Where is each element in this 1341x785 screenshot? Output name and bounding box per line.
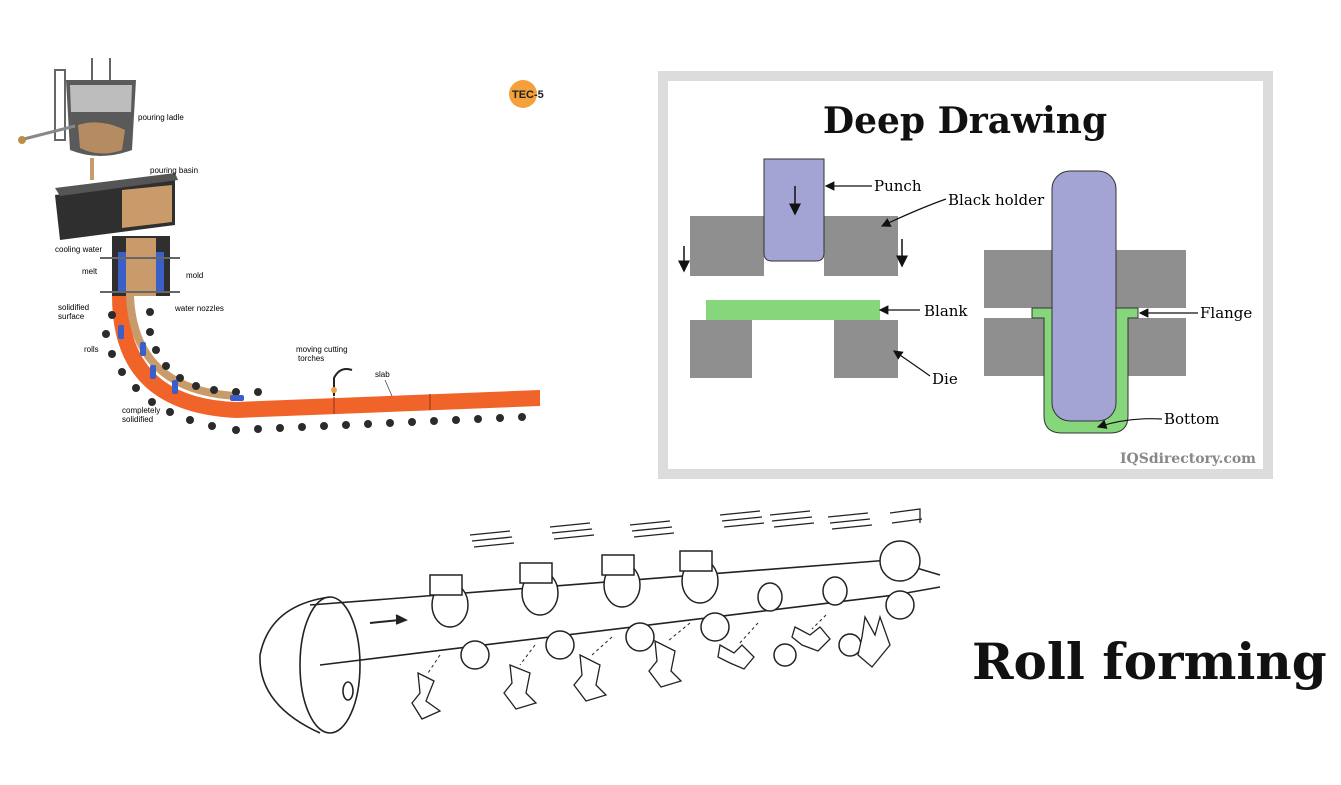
pouring-ladle xyxy=(18,58,136,180)
deep-drawing-diagram: Deep Drawing Punch Black holder Blank Di… xyxy=(658,71,1273,479)
label-black-holder: Black holder xyxy=(948,191,1045,209)
label-die: Die xyxy=(932,370,958,388)
rolls xyxy=(102,308,526,434)
label-moving-cutting-torches-1: moving cutting xyxy=(296,345,348,354)
roll-forming-svg xyxy=(259,508,941,734)
label-bottom: Bottom xyxy=(1164,410,1219,428)
punch-right xyxy=(1051,170,1117,422)
label-water-nozzles: water nozzles xyxy=(174,304,224,313)
label-solidified-surface-2: surface xyxy=(58,312,85,321)
deep-drawing-svg: Deep Drawing Punch Black holder Blank Di… xyxy=(658,71,1273,479)
profile-sections-top xyxy=(469,508,923,548)
label-cooling-water: cooling water xyxy=(55,245,102,254)
label-mold: mold xyxy=(186,271,203,280)
roll-forming-illustration xyxy=(250,505,950,750)
pouring-basin xyxy=(55,173,178,240)
label-completely-solidified-2: solidified xyxy=(122,415,153,424)
roll-stands xyxy=(429,540,921,670)
deep-drawing-title: Deep Drawing xyxy=(823,100,1107,142)
punch-left xyxy=(763,158,825,262)
mold xyxy=(100,236,180,296)
tec5-logo: TEC-5 xyxy=(509,80,544,108)
label-solidified-surface-1: solidified xyxy=(58,303,89,312)
coil-hole xyxy=(342,681,354,701)
coil-end xyxy=(299,596,361,734)
cutting-torch xyxy=(331,368,353,396)
logo-text: TEC-5 xyxy=(512,89,544,101)
holder-left xyxy=(690,216,764,276)
steel-strand xyxy=(112,296,540,418)
label-rolls: rolls xyxy=(84,345,99,354)
label-pouring-ladle: pouring ladle xyxy=(138,113,184,122)
continuous-casting-diagram: TEC-5 pouring ladle pouring basin xyxy=(0,40,600,440)
watermark: IQSdirectory.com xyxy=(1120,451,1256,467)
label-completely-solidified-1: completely xyxy=(122,406,160,415)
die-left-b xyxy=(834,320,898,378)
label-pouring-basin: pouring basin xyxy=(150,166,198,175)
water-nozzles xyxy=(118,325,244,401)
guide-lines xyxy=(427,614,827,674)
label-flange: Flange xyxy=(1200,304,1252,322)
holder-right xyxy=(824,216,898,276)
label-slab: slab xyxy=(375,370,390,379)
coil-wrap xyxy=(259,596,331,734)
blank-left xyxy=(706,300,880,320)
label-moving-cutting-torches-2: torches xyxy=(298,354,324,363)
die-left-a xyxy=(690,320,752,378)
continuous-casting-svg: TEC-5 pouring ladle pouring basin xyxy=(18,58,544,434)
label-melt: melt xyxy=(82,267,98,276)
roll-forming-title: Roll forming xyxy=(972,632,1327,691)
label-blank: Blank xyxy=(924,302,968,320)
profile-cross-sections xyxy=(411,614,891,720)
label-punch: Punch xyxy=(874,177,922,195)
